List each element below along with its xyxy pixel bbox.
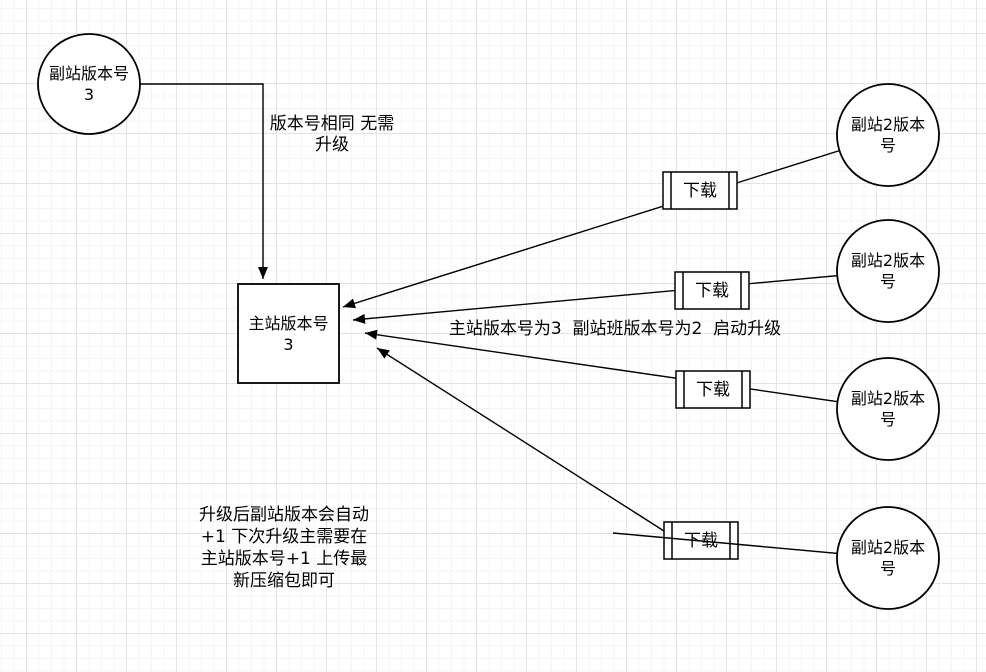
replica-node-label-4: 副站2版本号 bbox=[837, 507, 939, 609]
replica-node-label-text: 副站2版本号 bbox=[850, 251, 926, 291]
replica-node-label-2: 副站2版本号 bbox=[837, 220, 939, 322]
source-station-node[interactable] bbox=[37, 33, 141, 135]
edge-download4-to-main[interactable] bbox=[376, 347, 665, 532]
download-node-2[interactable] bbox=[674, 271, 750, 310]
replica-node-label-text: 副站2版本号 bbox=[850, 389, 926, 429]
annotation-post-upgrade[interactable]: 升级后副站版本会自动 +1 下次升级主需要在 主站版本号+1 上传最 新压缩包即… bbox=[199, 505, 369, 591]
download-label-4: 下载 bbox=[684, 530, 718, 551]
main-node-label: 主站版本号 3 bbox=[248, 313, 329, 354]
download-node-1[interactable] bbox=[662, 171, 738, 210]
replica-node-3[interactable] bbox=[836, 357, 940, 461]
replica-node-1[interactable] bbox=[836, 83, 940, 187]
replica-node-4[interactable] bbox=[836, 506, 940, 610]
source-node-label: 副站版本号 3 bbox=[48, 64, 129, 104]
replica-node-label-3: 副站2版本号 bbox=[837, 358, 939, 460]
replica-node-label-text: 副站2版本号 bbox=[850, 538, 926, 578]
main-station-node[interactable] bbox=[237, 283, 340, 384]
edge-source-to-main[interactable] bbox=[89, 83, 268, 279]
replica-node-2[interactable] bbox=[836, 219, 940, 323]
replica-node-label-1: 副站2版本号 bbox=[837, 84, 939, 186]
annotation-start-upgrade[interactable]: 主站版本号为3 副站班版本号为2 启动升级 bbox=[448, 319, 782, 339]
edge-replica3-to-main[interactable] bbox=[364, 329, 889, 410]
download-node-3[interactable] bbox=[675, 370, 751, 409]
download-label-3: 下载 bbox=[696, 379, 730, 400]
download-label-2: 下载 bbox=[695, 280, 729, 301]
edge-replica2-to-main[interactable] bbox=[352, 270, 889, 324]
annotation-same-version[interactable]: 版本号相同 无需 升级 bbox=[269, 114, 395, 155]
replica-node-label-text: 副站2版本号 bbox=[850, 115, 926, 155]
download-label-1: 下载 bbox=[683, 180, 717, 201]
edge-replica1-to-main[interactable] bbox=[342, 134, 890, 309]
